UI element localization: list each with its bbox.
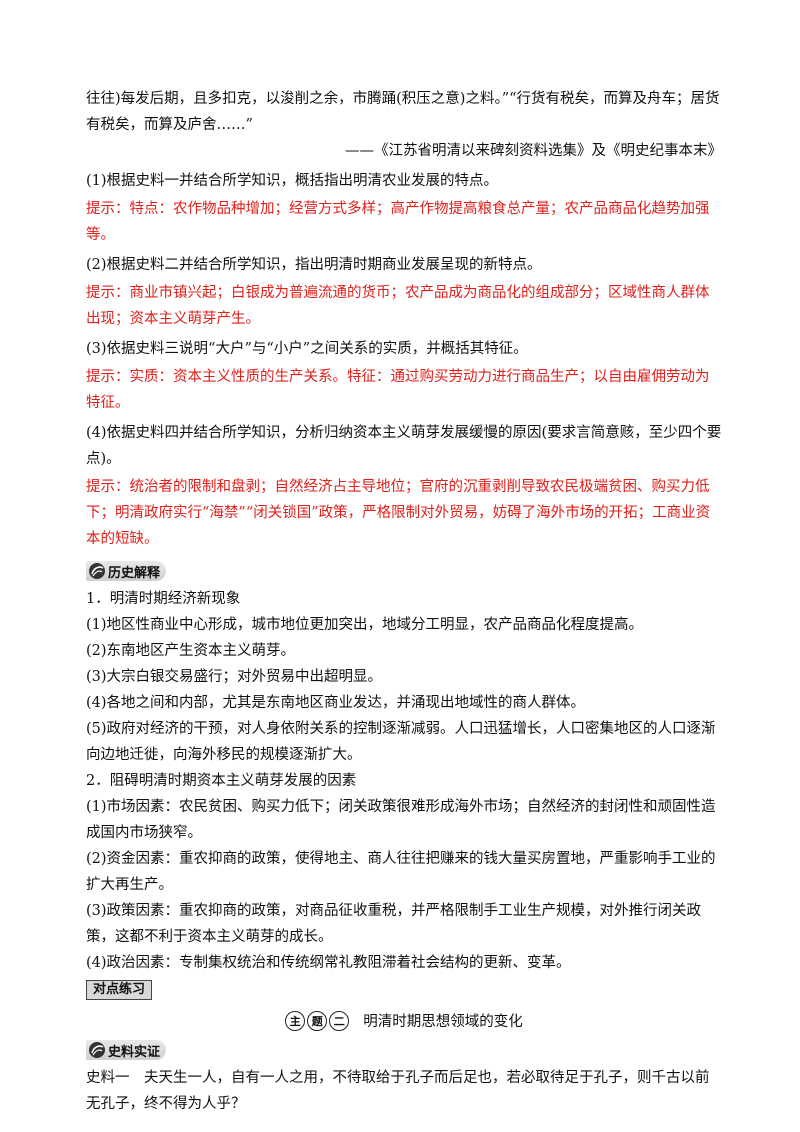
history-item: (1)地区性商业中心形成，城市地位更加突出，地域分工明显，农产品商品化程度提高。 — [86, 617, 644, 633]
history-heading-1: 1．明清时期经济新现象 — [86, 591, 241, 607]
topic-title: 明清时期思想领域的变化 — [363, 1014, 523, 1030]
evidence-header: 史料实证 — [86, 1039, 722, 1061]
history-item: (5)政府对经济的干预，对人身依附关系的控制逐渐减弱。人口迅猛增长，人口密集地区… — [86, 721, 716, 763]
topic-badge: 主 题 二 — [285, 1010, 350, 1031]
topic-badge-char: 二 — [329, 1010, 350, 1031]
source-citation: ——《江苏省明清以来碑刻资料选集》及《明史纪事本末》 — [345, 143, 722, 159]
section-label: 历史解释 — [108, 565, 161, 581]
topic-badge-char: 主 — [285, 1010, 306, 1031]
practice-label-row: 对点练习 — [86, 976, 722, 1004]
history-heading-2: 2．阻碍明清时期资本主义萌芽发展的因素 — [86, 773, 357, 789]
page-content: 往往)每发后期，且多扣克，以浚削之余，市腾踊(积压之意)之料。”“行货有税矣，而… — [86, 86, 722, 1117]
section-logo: 历史解释 — [86, 561, 167, 581]
factor-item: (2)资金因素：重农抑商的政策，使得地主、商人往往把赚来的钱大量买房置地，严重影… — [86, 851, 716, 893]
hint-4: 提示：统治者的限制和盘剥；自然经济占主导地位；官府的沉重剥削导致农民极端贫困、购… — [86, 479, 711, 547]
hint-3: 提示：实质：资本主义性质的生产关系。特征：通过购买劳动力进行商品生产；以自由雇佣… — [86, 369, 710, 411]
question-1: (1)根据史料一并结合所学知识，概括指出明清农业发展的特点。 — [86, 173, 499, 189]
history-item: (2)东南地区产生资本主义萌芽。 — [86, 643, 296, 659]
question-2: (2)根据史料二并结合所学知识，指出明清时期商业发展呈现的新特点。 — [86, 257, 542, 273]
question-3: (3)依据史料三说明“大户”与“小户”之间关系的实质，并概括其特征。 — [86, 341, 528, 357]
section-logo: 史料实证 — [86, 1040, 167, 1060]
factor-item: (3)政策因素：重农抑商的政策，对商品征收重税，并严格限制手工业生产规模，对外推… — [86, 903, 702, 945]
hint-2: 提示：商业市镇兴起；白银成为普遍流通的货币；农产品成为商品化的组成部分；区域性商… — [86, 285, 710, 327]
history-explanation-header: 历史解释 — [86, 560, 722, 582]
practice-label: 对点练习 — [86, 980, 153, 1000]
source-excerpt: 往往)每发后期，且多扣克，以浚削之余，市腾踊(积压之意)之料。”“行货有税矣，而… — [86, 91, 720, 133]
evidence-paragraph: 史料一 夫天生一人，自有一人之用，不待取给于孔子而后足也，若必取待足于孔子，则千… — [86, 1070, 710, 1112]
topic-heading: 主 题 二 明清时期思想领域的变化 — [86, 1010, 722, 1031]
swirl-icon — [89, 1042, 105, 1058]
history-item: (3)大宗白银交易盛行；对外贸易中出超明显。 — [86, 669, 383, 685]
factor-item: (4)政治因素：专制集权统治和传统纲常礼教阻滞着社会结构的更新、变革。 — [86, 955, 571, 971]
section-label: 史料实证 — [108, 1044, 161, 1060]
swirl-icon — [89, 563, 105, 579]
question-4: (4)依据史料四并结合所学知识，分析归纳资本主义萌芽发展缓慢的原因(要求言简意赅… — [86, 425, 722, 467]
factor-item: (1)市场因素：农民贫困、购买力低下；闭关政策很难形成海外市场；自然经济的封闭性… — [86, 799, 716, 841]
topic-badge-char: 题 — [307, 1010, 328, 1031]
hint-1: 提示：特点：农作物品种增加；经营方式多样；高产作物提高粮食总产量；农产品商品化趋… — [86, 201, 710, 243]
history-item: (4)各地之间和内部，尤其是东南地区商业发达，并涌现出地域性的商人群体。 — [86, 695, 586, 711]
